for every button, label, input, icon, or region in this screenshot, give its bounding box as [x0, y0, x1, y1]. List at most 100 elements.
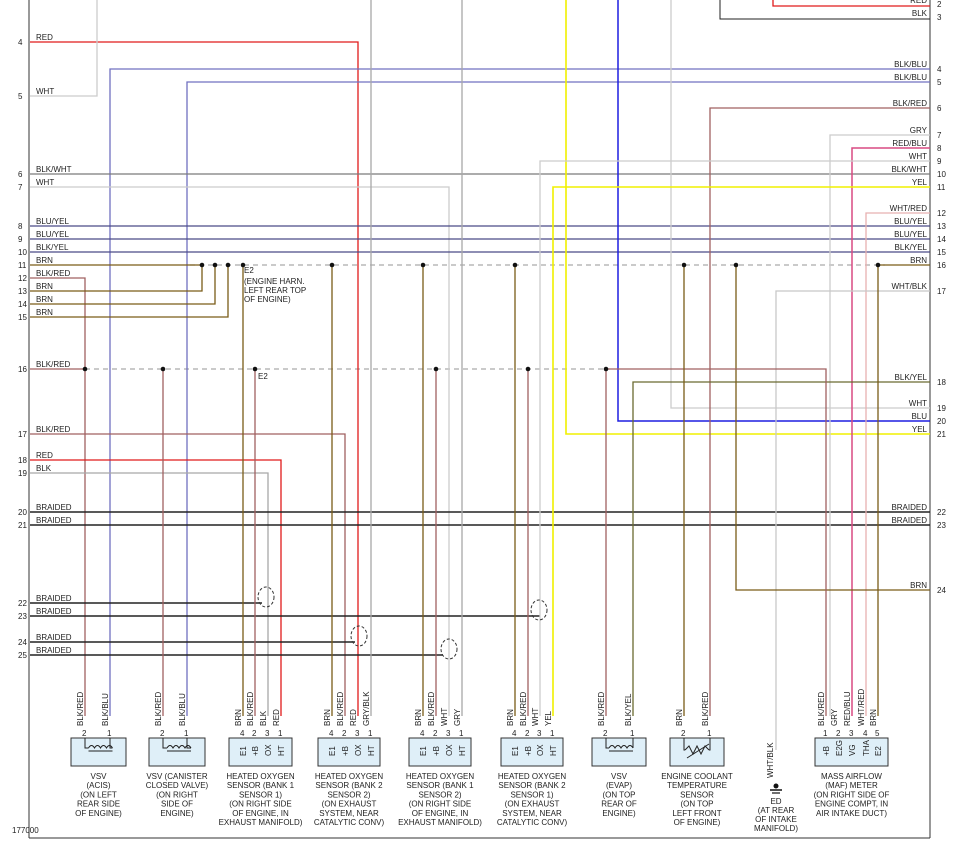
right-pin-number: 23 [937, 521, 946, 530]
wire-blu [617, 0, 930, 422]
component-pin-number: 1 [459, 729, 464, 738]
right-wire-label: BLK/YEL [895, 373, 928, 382]
component-wire-label: WHT [531, 708, 540, 726]
component-box [317, 737, 381, 767]
right-pin-number: 3 [937, 13, 942, 22]
component-pin-number: 3 [849, 729, 854, 738]
component-caption: ENGINE) [602, 809, 636, 818]
component-caption: HEATED OXYGEN [498, 772, 567, 781]
left-pin-number: 18 [18, 456, 27, 465]
component-terminal-label: +B [432, 746, 441, 756]
component-pin-number: 1 [630, 729, 635, 738]
left-pin-number: 24 [18, 638, 27, 647]
component-caption: REAR OF [601, 800, 637, 809]
component-wire-label: BRN [234, 709, 243, 726]
wire-wht [30, 0, 98, 97]
component-caption: SENSOR 1) [510, 790, 553, 799]
component-caption: OF ENGINE, IN [412, 809, 469, 818]
splice-dot [160, 366, 166, 372]
component-terminal-label: OX [264, 744, 273, 756]
component-wire-label: WHT/RED [857, 688, 866, 726]
component-caption: OF ENGINE, IN [232, 809, 289, 818]
right-wire-label: BRAIDED [891, 516, 927, 525]
component-caption: EXHAUST MANIFOLD) [219, 818, 303, 827]
component-caption: (ON RIGHT [156, 790, 198, 799]
shield-end [257, 586, 275, 608]
component-pin-number: 1 [368, 729, 373, 738]
left-wire-label: BRN [36, 282, 53, 291]
left-wire-label: BLK [36, 464, 52, 473]
splice-dot [329, 262, 335, 268]
right-pin-number: 22 [937, 508, 946, 517]
right-pin-number: 5 [937, 78, 942, 87]
left-pin-number: 15 [18, 313, 27, 322]
component-pin-number: 4 [420, 729, 425, 738]
component-wire-label: WHT [440, 708, 449, 726]
left-pin-number: 5 [18, 92, 23, 101]
component-caption: ENGINE COOLANT [661, 772, 733, 781]
ground-ed-location: OF INTAKE [755, 815, 797, 824]
left-wire-label: BLK/RED [36, 269, 70, 278]
wire-brn [30, 265, 203, 292]
left-wire-label: BLK/YEL [36, 243, 69, 252]
wire-gry [829, 134, 930, 716]
component-wire-label: BLK [259, 710, 268, 726]
component-caption: SENSOR (BANK 2 [498, 781, 566, 790]
component-caption: (ON RIGHT SIDE [229, 800, 292, 809]
left-wire-label: WHT [36, 87, 54, 96]
wire-blk-red [30, 277, 86, 716]
component-pin-number: 2 [160, 729, 165, 738]
component-pin-number: 3 [355, 729, 360, 738]
component-caption: (ON TOP [680, 800, 713, 809]
component-terminal-label: OX [354, 744, 363, 756]
component-box [148, 737, 206, 767]
left-pin-number: 19 [18, 469, 27, 478]
left-wire-label: BRAIDED [36, 607, 72, 616]
component-pin-number: 1 [707, 729, 712, 738]
right-pin-number: 15 [937, 248, 946, 257]
left-wire-label: BRAIDED [36, 646, 72, 655]
component-terminal-label: E1 [239, 746, 248, 756]
right-wire-label: RED [910, 0, 927, 5]
component-caption: OF ENGINE) [674, 818, 721, 827]
right-pin-number: 11 [937, 183, 946, 192]
wire-wht [670, 0, 930, 409]
component-caption: VSV (CANISTER [146, 772, 208, 781]
component-caption: SYSTEM, NEAR [319, 809, 379, 818]
wire-blk-red [709, 107, 930, 716]
component-pin-number: 2 [681, 729, 686, 738]
component-terminal-label: E1 [419, 746, 428, 756]
component-pin-number: 1 [550, 729, 555, 738]
component-pin-number: 4 [240, 729, 245, 738]
wire-blk [30, 472, 269, 716]
component-caption: (ON RIGHT SIDE OF [814, 790, 890, 799]
right-pin-number: 14 [937, 235, 946, 244]
right-wire-label: WHT/BLK [891, 282, 927, 291]
right-pin-number: 6 [937, 104, 942, 113]
component-terminal-label: OX [445, 744, 454, 756]
right-wire-label: YEL [912, 425, 928, 434]
component-wire-label: BLK/RED [427, 692, 436, 726]
left-wire-label: WHT [36, 178, 54, 187]
component-wire-label: BLK/RED [701, 692, 710, 726]
wire-blk-red [606, 368, 827, 716]
component-caption: (ON RIGHT SIDE [409, 800, 472, 809]
component-pin-number: 5 [875, 729, 880, 738]
right-wire-label: BLU [911, 412, 927, 421]
component-caption: REAR SIDE [77, 800, 120, 809]
right-wire-label: WHT [909, 152, 927, 161]
wire-wht-blk [775, 290, 930, 750]
component-caption: VSV [90, 772, 107, 781]
right-wire-label: BLK/WHT [891, 165, 927, 174]
right-pin-number: 19 [937, 404, 946, 413]
component-wire-label: BRN [506, 709, 515, 726]
left-wire-label: BRN [36, 256, 53, 265]
splice-dot [525, 366, 531, 372]
component-pin-number: 2 [836, 729, 841, 738]
splice-dot [875, 262, 881, 268]
splice-dot [225, 262, 231, 268]
component-terminal-label: HT [458, 745, 467, 756]
component-caption: OF ENGINE) [75, 809, 122, 818]
right-wire-label: BLK [912, 9, 928, 18]
left-wire-label: BRAIDED [36, 594, 72, 603]
